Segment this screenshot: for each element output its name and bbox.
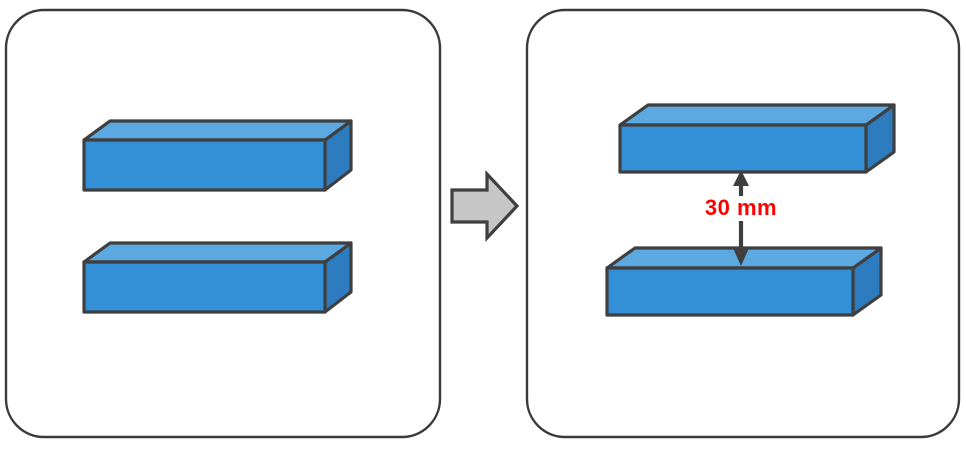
dimension-label: 30 mm [705,195,777,220]
bar-bottom-after-front-face [605,266,855,317]
bar-top-before[interactable] [82,119,353,192]
flow-arrow[interactable] [450,169,520,243]
dimension-arrowhead-down-icon [733,248,749,266]
before-panel-outline [4,8,442,439]
gap-dimension[interactable]: 30 mm [705,170,777,266]
before-state-panel[interactable] [4,8,442,439]
bar-top-after[interactable] [618,103,896,174]
flow-arrow-shape [450,169,520,243]
bar-bottom-before-top-face [82,241,353,264]
bar-top-after-front-face [618,123,868,174]
after-state-panel[interactable]: 30 mm [525,8,961,439]
bar-top-before-front-face [82,138,327,192]
bar-bottom-before-front-face [82,260,327,314]
bar-top-after-top-face [618,103,896,127]
dimension-arrowhead-up-icon [733,170,749,186]
bar-bottom-before[interactable] [82,241,353,314]
bar-top-before-top-face [82,119,353,142]
